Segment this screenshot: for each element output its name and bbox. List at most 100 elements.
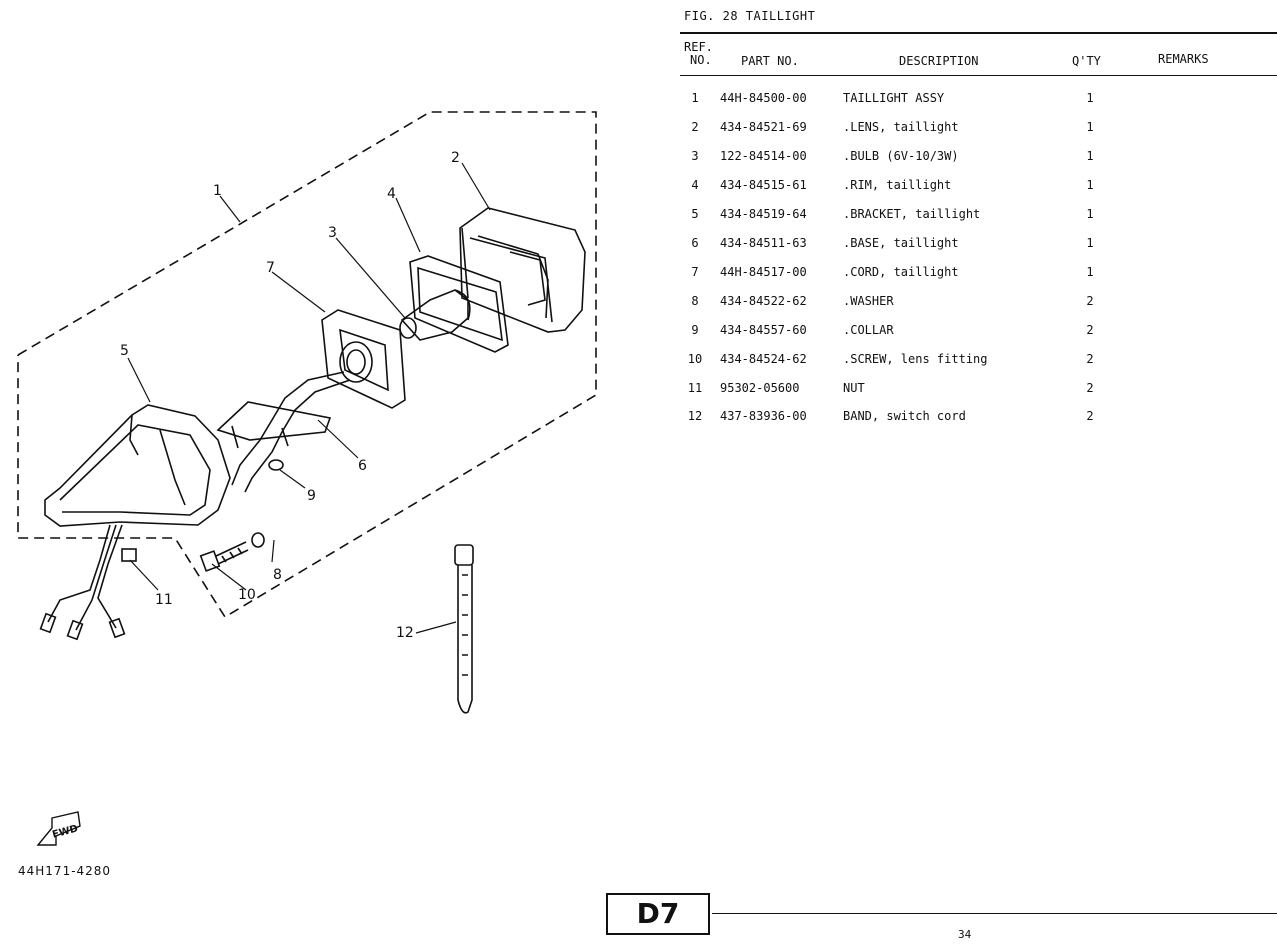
quantity: 1 <box>1086 120 1094 134</box>
figure-title: FIG. 28 TAILLIGHT <box>684 9 816 23</box>
table-row: 4 434-84515-61 .RIM, taillight 1 <box>684 178 1184 198</box>
footer-rule <box>712 913 1277 914</box>
assembly-boundary <box>17 111 597 619</box>
header-qty: Q'TY <box>1072 54 1101 68</box>
callout-5: 5 <box>120 343 129 359</box>
description: .SCREW, lens fitting <box>843 352 988 366</box>
table-row: 8 434-84522-62 .WASHER 2 <box>684 294 1184 314</box>
description: .CORD, taillight <box>843 265 959 279</box>
header-ref-line2: NO. <box>690 53 712 67</box>
quantity: 1 <box>1086 207 1094 221</box>
header-remarks: REMARKS <box>1158 52 1209 66</box>
quantity: 1 <box>1086 91 1094 105</box>
header-ref-no: REF. NO. <box>684 41 713 67</box>
ref-number: 8 <box>691 294 699 308</box>
callout-10: 10 <box>238 587 256 603</box>
callout-1: 1 <box>213 183 222 199</box>
part-number: 434-84522-62 <box>720 294 807 308</box>
ref-number: 9 <box>691 323 699 337</box>
callout-2: 2 <box>451 150 460 166</box>
quantity: 2 <box>1086 409 1094 423</box>
wire-harness <box>39 524 126 641</box>
part-number: 434-84557-60 <box>720 323 807 337</box>
ref-number: 6 <box>691 236 699 250</box>
collar-part <box>268 459 284 471</box>
rim-part <box>409 255 509 353</box>
base-part <box>216 401 332 449</box>
callout-11: 11 <box>155 592 173 608</box>
part-number: 437-83936-00 <box>720 409 807 423</box>
screw-part <box>199 541 249 572</box>
table-row: 7 44H-84517-00 .CORD, taillight 1 <box>684 265 1184 285</box>
ref-number: 5 <box>691 207 699 221</box>
description: .COLLAR <box>843 323 894 337</box>
part-number: 44H-84517-00 <box>720 265 807 279</box>
description: TAILLIGHT ASSY <box>843 91 945 105</box>
ref-number: 4 <box>691 178 699 192</box>
ref-number: 11 <box>687 381 703 395</box>
header-ref-line1: REF. <box>684 40 713 54</box>
table-header-rule <box>680 75 1277 76</box>
quantity: 1 <box>1086 265 1094 279</box>
ref-number: 12 <box>687 409 703 423</box>
table-row: 2 434-84521-69 .LENS, taillight 1 <box>684 120 1184 140</box>
page-number: 34 <box>958 928 972 941</box>
fwd-label: FWD <box>51 823 79 840</box>
quantity: 2 <box>1086 381 1094 395</box>
description: .BULB (6V-10/3W) <box>843 149 959 163</box>
cord-part <box>231 309 406 493</box>
lens-part <box>459 207 586 333</box>
table-row: 12 437-83936-00 BAND, switch cord 2 <box>684 409 1184 429</box>
section-code-box: D7 <box>606 893 710 935</box>
table-top-rule <box>680 32 1277 34</box>
description: .RIM, taillight <box>843 178 952 192</box>
callout-8: 8 <box>273 567 282 583</box>
table-row: 3 122-84514-00 .BULB (6V-10/3W) 1 <box>684 149 1184 169</box>
part-number: 434-84511-63 <box>720 236 807 250</box>
description: NUT <box>843 381 865 395</box>
table-row: 5 434-84519-64 .BRACKET, taillight 1 <box>684 207 1184 227</box>
callout-7: 7 <box>266 260 275 276</box>
callout-6: 6 <box>358 458 367 474</box>
description: .WASHER <box>843 294 894 308</box>
table-row: 10 434-84524-62 .SCREW, lens fitting 2 <box>684 352 1184 372</box>
quantity: 1 <box>1086 149 1094 163</box>
header-part-no: PART NO. <box>741 54 799 68</box>
table-row: 11 95302-05600 NUT 2 <box>684 381 1184 401</box>
part-number: 434-84519-64 <box>720 207 807 221</box>
bracket-part <box>44 404 231 527</box>
fwd-arrow-icon <box>36 811 81 846</box>
quantity: 1 <box>1086 236 1094 250</box>
ref-number: 2 <box>691 120 699 134</box>
exploded-diagram: 1 2 3 4 5 6 7 8 9 10 11 12 FWD <box>17 111 597 846</box>
ref-number: 7 <box>691 265 699 279</box>
band-part <box>454 544 474 714</box>
washer-part <box>251 532 265 548</box>
quantity: 2 <box>1086 352 1094 366</box>
part-number: 434-84515-61 <box>720 178 807 192</box>
description: .BASE, taillight <box>843 236 959 250</box>
part-number: 44H-84500-00 <box>720 91 807 105</box>
callout-9: 9 <box>307 488 316 504</box>
figure-code: 44H171-4280 <box>18 864 112 878</box>
description: .BRACKET, taillight <box>843 207 981 221</box>
callout-3: 3 <box>328 225 337 241</box>
table-row: 6 434-84511-63 .BASE, taillight 1 <box>684 236 1184 256</box>
quantity: 2 <box>1086 294 1094 308</box>
part-number: 434-84524-62 <box>720 352 807 366</box>
callout-12: 12 <box>396 625 414 641</box>
ref-number: 3 <box>691 149 699 163</box>
quantity: 2 <box>1086 323 1094 337</box>
header-description: DESCRIPTION <box>899 54 979 68</box>
ref-number: 1 <box>691 91 699 105</box>
callout-4: 4 <box>387 186 396 202</box>
table-row: 1 44H-84500-00 TAILLIGHT ASSY 1 <box>684 91 1184 111</box>
bulb-part <box>399 289 471 341</box>
section-code: D7 <box>636 897 680 930</box>
nut-part <box>121 548 137 562</box>
ref-number: 10 <box>687 352 703 366</box>
part-number: 434-84521-69 <box>720 120 807 134</box>
description: BAND, switch cord <box>843 409 966 423</box>
part-number: 95302-05600 <box>720 381 800 395</box>
leader-lines <box>127 162 491 634</box>
